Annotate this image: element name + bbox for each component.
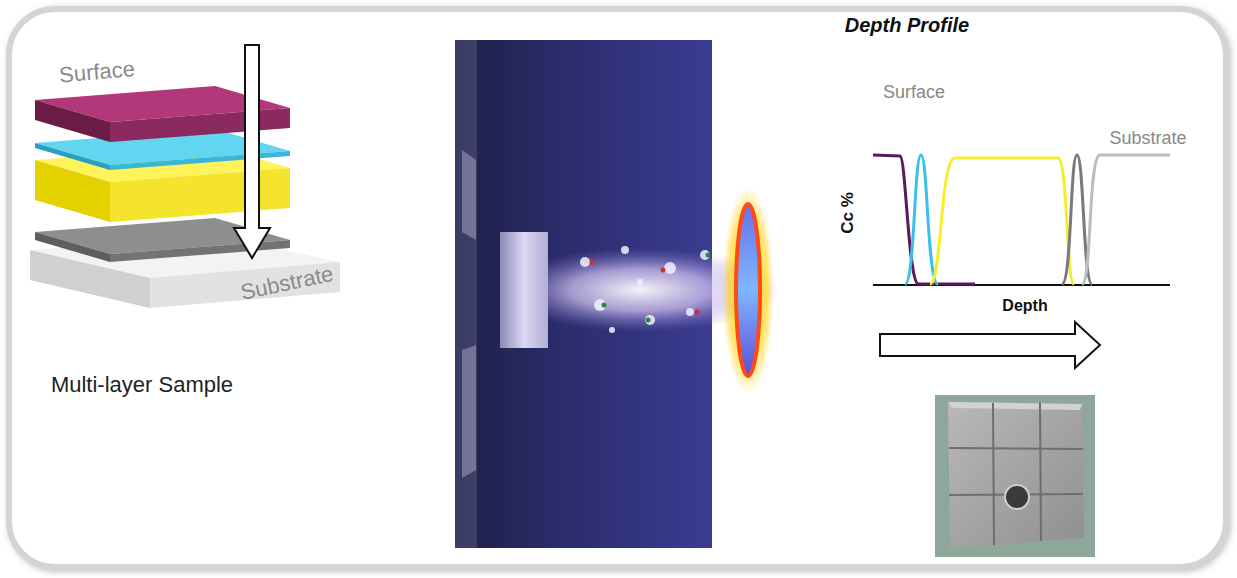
sputtered-atoms [580, 246, 710, 333]
layer-face [35, 232, 110, 262]
layer-face [110, 240, 290, 262]
plasma-photo [455, 40, 780, 548]
layer-label: Substrate [238, 261, 335, 305]
plasma-glow [722, 186, 774, 394]
illustration-part [993, 403, 994, 545]
illustration-part [661, 268, 666, 273]
illustration-part [1040, 403, 1041, 541]
profile-curve [930, 158, 1074, 284]
illustration-part [580, 257, 590, 267]
chamber-part [462, 150, 476, 478]
layer-face [35, 143, 110, 170]
layer-face [110, 108, 290, 142]
sample-photo [935, 395, 1095, 557]
illustration-part [621, 246, 629, 254]
photo-ground [935, 395, 1095, 557]
chart-title: Depth Profile [845, 14, 969, 37]
plasma-ring [736, 204, 760, 376]
illustration-part [686, 308, 694, 316]
illustration-part [646, 318, 651, 323]
multilayer-sample [30, 45, 340, 308]
depth-profile-chart [873, 155, 1170, 368]
axis-label: Cc % [838, 192, 858, 234]
layer-face [110, 151, 290, 170]
illustration-part [645, 315, 655, 325]
profile-curve [905, 155, 938, 284]
ions [602, 253, 711, 323]
layer-face [110, 168, 290, 222]
sample-plate [948, 402, 1084, 548]
illustration-part [949, 448, 1083, 449]
illustration-part [706, 253, 711, 258]
chamber-edge [455, 40, 477, 548]
depth-arrow [234, 45, 270, 258]
illustration-part [664, 262, 676, 274]
illustration-part [637, 279, 643, 285]
ions [590, 260, 700, 315]
figure-caption: Multi-layer Sample [51, 372, 233, 397]
anode [500, 232, 548, 348]
illustration-part [609, 327, 615, 333]
illustration-part [695, 310, 700, 315]
illustration-part [602, 303, 607, 308]
panel-frame [9, 9, 1226, 567]
illustration-part [590, 260, 595, 265]
crater-hole [1005, 485, 1029, 509]
layer-label: Surface [58, 56, 136, 88]
layer-face [35, 100, 110, 142]
curve-label: Surface [883, 82, 945, 103]
curve-label: Substrate [1109, 128, 1186, 149]
direction-arrow [880, 322, 1100, 368]
illustration-part [700, 250, 710, 260]
layer-face [35, 160, 110, 222]
profile-curve [873, 155, 975, 284]
grid-grooves [949, 403, 1083, 545]
axis-label: Depth [1002, 297, 1047, 315]
illustration-part [594, 299, 606, 311]
plate-edge [948, 402, 1082, 410]
profile-curve [1082, 155, 1170, 284]
